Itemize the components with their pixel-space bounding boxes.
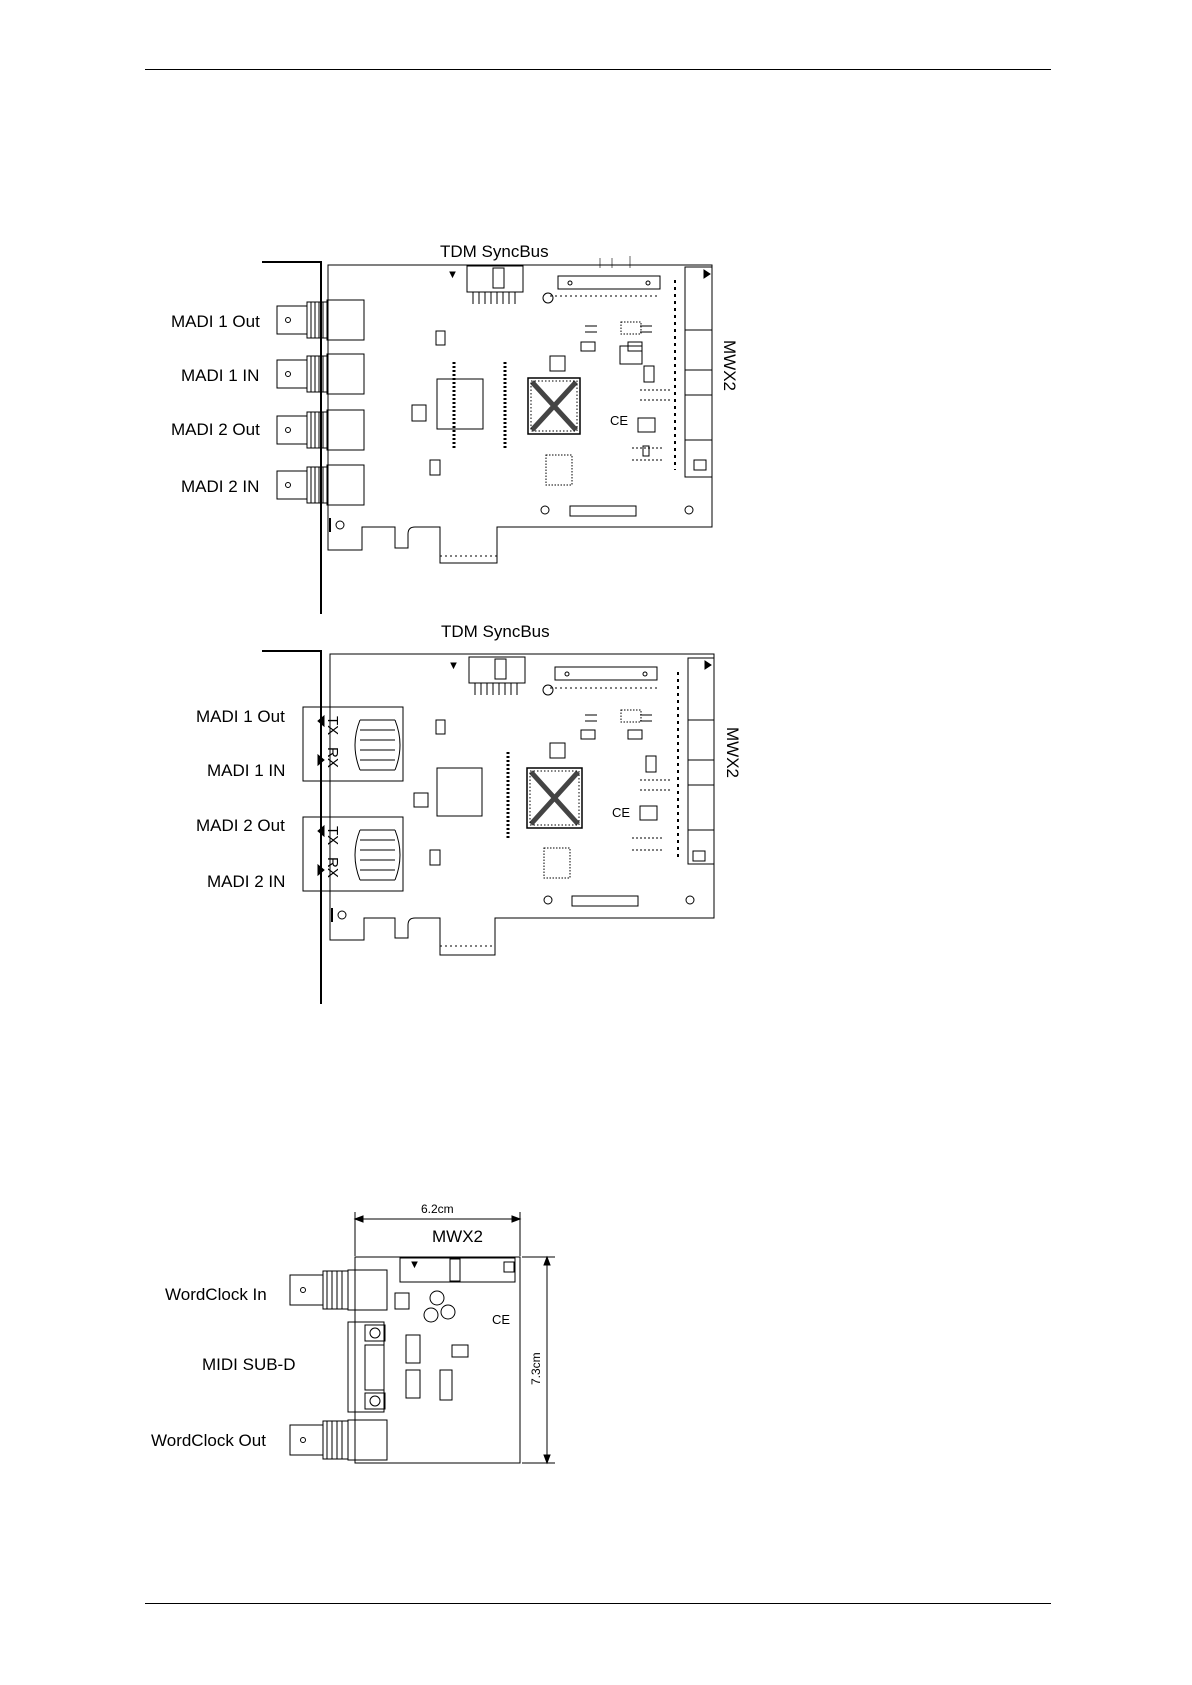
diagram2-side-label: MWX2 (724, 727, 741, 778)
diagram1-port-madi2-out: MADI 2 Out (171, 421, 260, 438)
diagram3-port-wordclock-out: WordClock Out (151, 1432, 266, 1449)
diagram1-board: CE (262, 256, 712, 614)
diagram2-optical-connectors (303, 707, 403, 891)
diagram3-board: CE (290, 1212, 555, 1463)
svg-text:CE: CE (492, 1312, 510, 1327)
diagram3-port-wordclock-in: WordClock In (165, 1286, 267, 1303)
diagram3-port-midi-subd: MIDI SUB-D (202, 1356, 296, 1373)
diagram2-port-madi1-out: MADI 1 Out (196, 708, 285, 725)
diagram2-port-madi1-in: MADI 1 IN (207, 762, 285, 779)
diagram1-port-madi1-in: MADI 1 IN (181, 367, 259, 384)
diagram2-tx-label-2: TX (325, 826, 340, 845)
diagram1-port-madi1-out: MADI 1 Out (171, 313, 260, 330)
diagram2-rx-label-1: RX (325, 747, 340, 768)
diagram2-port-madi2-in: MADI 2 IN (207, 873, 285, 890)
diagram1-port-madi2-in: MADI 2 IN (181, 478, 259, 495)
diagram3-width-dimension: 6.2cm (421, 1203, 454, 1215)
diagram1-side-label: MWX2 (721, 340, 738, 391)
svg-text:CE: CE (610, 413, 628, 428)
diagram1-title: TDM SyncBus (440, 243, 549, 260)
diagram2-rx-label-2: RX (325, 857, 340, 878)
svg-text:CE: CE (612, 805, 630, 820)
diagram3-title: MWX2 (432, 1228, 483, 1245)
diagram2-tx-label-1: TX (325, 716, 340, 735)
diagram3-height-dimension: 7.3cm (530, 1352, 542, 1385)
diagram2-title: TDM SyncBus (441, 623, 550, 640)
diagram2-port-madi2-out: MADI 2 Out (196, 817, 285, 834)
